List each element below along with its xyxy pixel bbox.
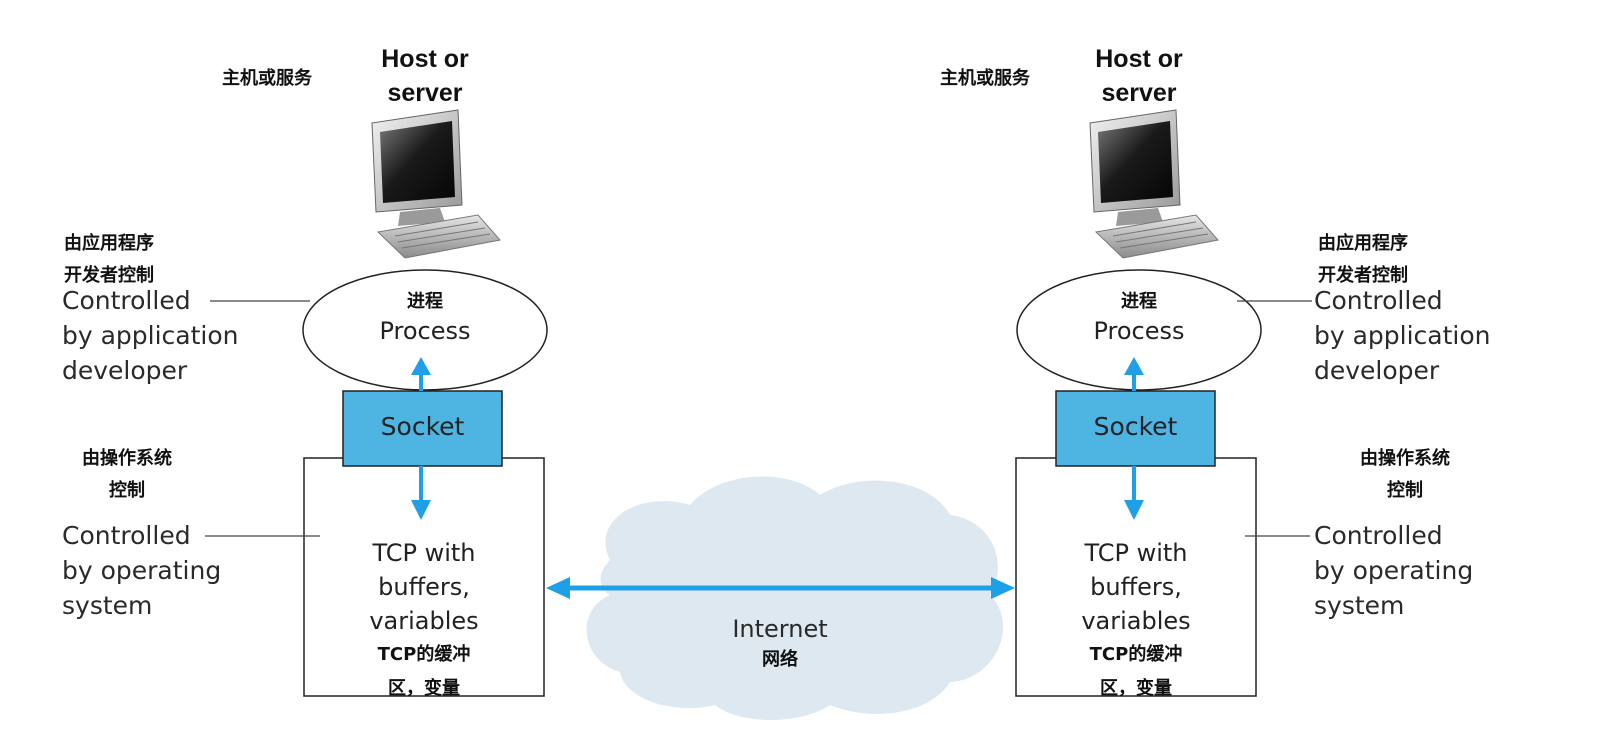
- left-process-label: 进程 Process: [379, 291, 471, 345]
- left-host-label-en: Host or server: [381, 45, 469, 107]
- right-host: [1015, 109, 1312, 697]
- left-app-control-cn: 由应用程序 开发者控制: [64, 233, 154, 286]
- internet-cloud: [586, 476, 1004, 720]
- left-host: [205, 109, 548, 697]
- left-os-control-cn: 由操作系统 控制: [82, 448, 172, 501]
- left-tcp-label: TCP with buffers, variables TCP的缓冲 区，变量: [369, 539, 479, 699]
- left-computer-icon: [371, 109, 501, 259]
- left-host-label-cn: 主机或服务: [222, 68, 312, 89]
- right-host-label-cn: 主机或服务: [940, 68, 1030, 89]
- left-app-control-en: Controlled by application developer: [62, 286, 239, 385]
- left-socket-label: Socket: [380, 412, 465, 441]
- left-up-arrow: [411, 357, 431, 375]
- left-down-arrow: [411, 500, 431, 520]
- right-app-control-en: Controlled by application developer: [1314, 286, 1491, 385]
- right-app-control-cn: 由应用程序 开发者控制: [1318, 233, 1408, 286]
- right-up-arrow: [1124, 357, 1144, 375]
- internet-arrow-right-head: [991, 577, 1015, 599]
- internet-arrow-left-head: [546, 577, 570, 599]
- right-computer-icon: [1089, 109, 1219, 259]
- left-process-ellipse: [302, 269, 548, 391]
- left-os-control-en: Controlled by operating system: [62, 521, 222, 620]
- left-socket-box: [342, 390, 503, 467]
- right-host-label-en: Host or server: [1095, 45, 1183, 107]
- right-tcp-label: TCP with buffers, variables TCP的缓冲 区，变量: [1081, 539, 1191, 699]
- right-socket-box: [1055, 390, 1216, 467]
- right-os-control-cn: 由操作系统 控制: [1360, 448, 1450, 501]
- right-down-arrow: [1124, 500, 1144, 520]
- right-os-control-en: Controlled by operating system: [1314, 521, 1474, 620]
- internet-label: Internet 网络: [732, 615, 828, 670]
- left-os-box: [303, 457, 545, 697]
- right-process-label: 进程 Process: [1093, 291, 1185, 345]
- right-process-ellipse: [1016, 269, 1262, 391]
- right-socket-label: Socket: [1093, 412, 1178, 441]
